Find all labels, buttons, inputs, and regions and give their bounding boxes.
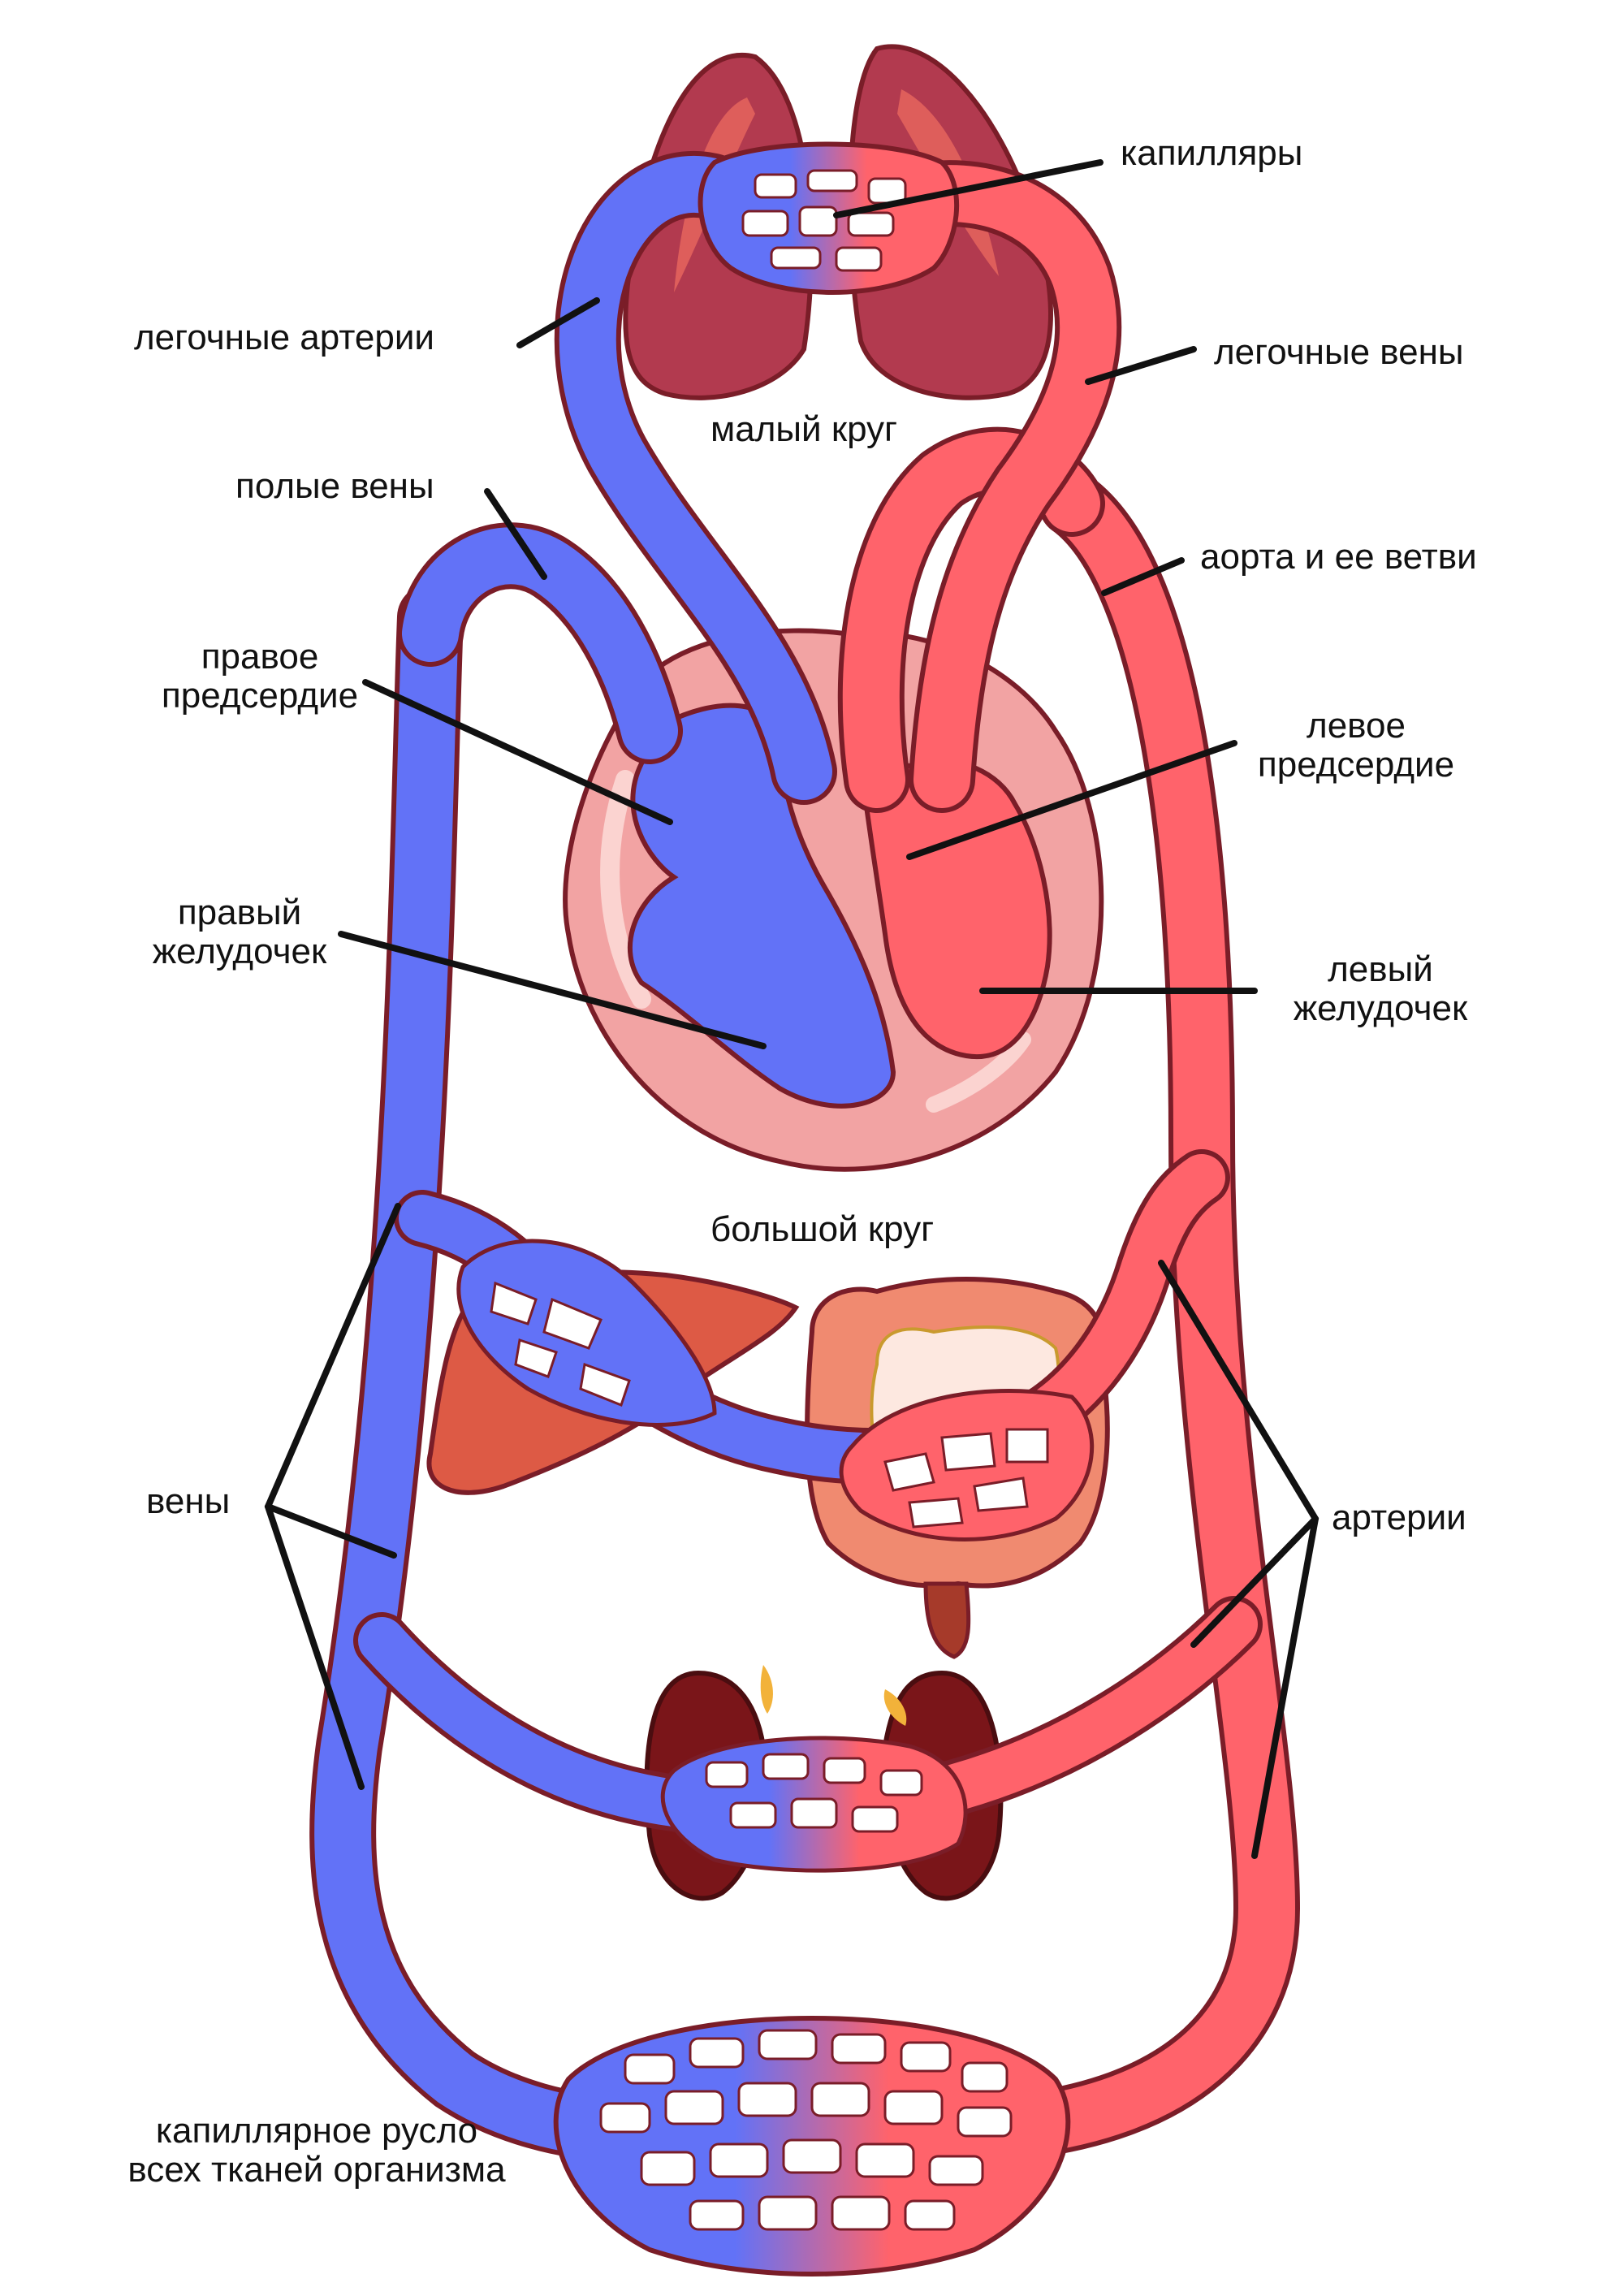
body-capillary-bed [553, 2016, 1071, 2277]
leader-arteries-mid [1190, 1516, 1319, 1648]
label-pulmonary-veins: легочные вены [1214, 332, 1464, 372]
kidney-vessels [353, 1596, 1263, 1873]
label-right-atrium-line2: предсердие [161, 676, 359, 716]
label-right-atrium-line1: правое [201, 637, 319, 677]
label-vena-cava: полые вены [235, 466, 434, 506]
label-capillary-bed-line2: всех тканей организма [127, 2150, 506, 2190]
label-left-ventricle-line2: желудочек [1293, 988, 1468, 1028]
leader-aorta [1101, 557, 1185, 596]
leader-vena-cava [484, 488, 547, 580]
leader-capillaries [833, 159, 1104, 218]
label-big-circle: большой круг [710, 1209, 935, 1249]
label-right-ventricle-line2: желудочек [152, 932, 327, 971]
label-left-ventricle: левый желудочек [1250, 950, 1510, 1028]
label-left-atrium-line1: левое [1307, 706, 1406, 746]
leader-right-ventricle [338, 931, 767, 1049]
leader-pulmonary-arteries [516, 297, 600, 348]
label-small-circle: малый круг [710, 409, 898, 449]
label-left-ventricle-line1: левый [1328, 949, 1433, 989]
label-right-ventricle-line1: правый [177, 893, 302, 932]
label-left-atrium: левое предсердие [1218, 707, 1494, 785]
label-capillaries: капилляры [1121, 133, 1303, 173]
leader-veins-mid [265, 1503, 397, 1559]
label-veins: вены [146, 1481, 231, 1521]
label-aorta: аорта и ее ветви [1200, 537, 1477, 577]
lung-capillaries [698, 141, 960, 295]
label-right-ventricle: правый желудочек [106, 893, 374, 971]
label-capillary-bed-line1: капиллярное русло [155, 2111, 478, 2151]
leader-left-atrium [906, 740, 1237, 860]
label-capillary-bed: капиллярное русло всех тканей организма [73, 2112, 560, 2190]
label-left-atrium-line2: предсердие [1257, 745, 1455, 785]
leader-pulmonary-veins [1085, 346, 1197, 385]
label-arteries: артерии [1332, 1498, 1466, 1537]
label-pulmonary-arteries: легочные артерии [134, 318, 435, 357]
label-right-atrium: правое предсердие [122, 638, 398, 716]
liver-gut-vessels [394, 1149, 1230, 1541]
leader-lines [264, 159, 1320, 1859]
leader-right-atrium [362, 679, 673, 825]
